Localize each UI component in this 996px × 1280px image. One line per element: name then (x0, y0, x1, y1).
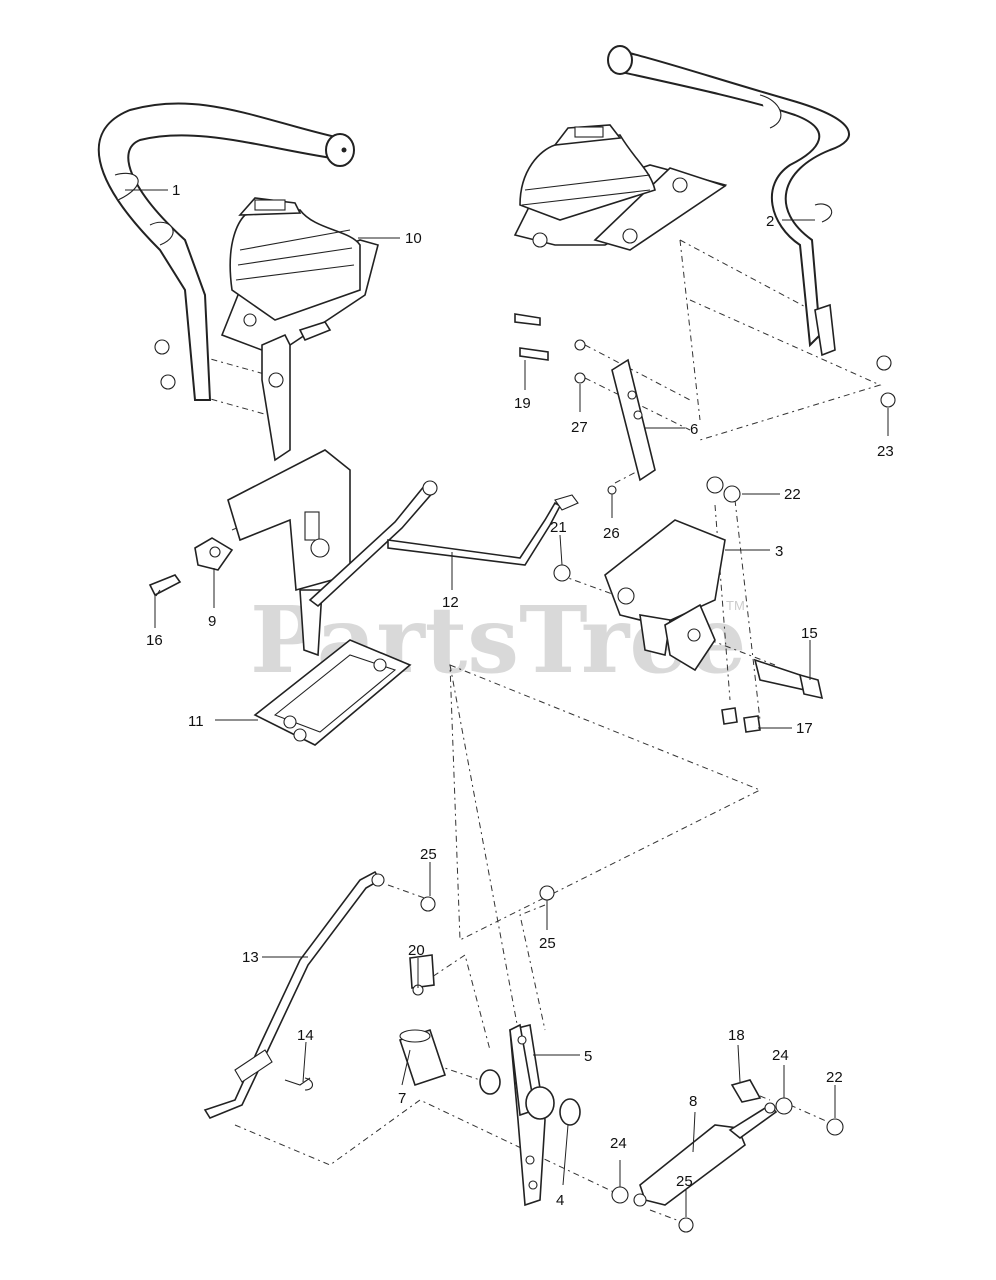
left-control-handle (97, 102, 355, 401)
callout-7: 7 (398, 1090, 406, 1107)
callout-25-lower: 25 (676, 1173, 693, 1190)
callout-19: 19 (514, 395, 531, 412)
callout-18: 18 (728, 1027, 745, 1044)
left-mount-plate (253, 639, 412, 746)
callout-6: 6 (690, 421, 698, 438)
callout-25-middle: 25 (539, 935, 556, 952)
lower-damper (611, 1079, 844, 1233)
callout-2: 2 (766, 213, 774, 230)
callout-16: 16 (146, 632, 163, 649)
callout-24-left: 24 (610, 1135, 627, 1152)
callout-3: 3 (775, 543, 783, 560)
lower-pivot-lever (398, 885, 581, 1207)
callout-24-right: 24 (772, 1047, 789, 1064)
callout-5: 5 (584, 1048, 592, 1065)
callout-11: 11 (188, 713, 204, 730)
callout-26: 26 (603, 525, 620, 542)
callout-4: 4 (556, 1192, 564, 1209)
callout-17: 17 (796, 720, 813, 737)
callout-12: 12 (442, 594, 459, 611)
callout-8: 8 (689, 1093, 697, 1110)
callout-22-upper: 22 (784, 486, 801, 503)
right-bracket-assembly (514, 313, 824, 733)
callout-10: 10 (405, 230, 422, 247)
callout-21: 21 (550, 519, 567, 536)
callout-20: 20 (408, 942, 425, 959)
callout-14: 14 (297, 1027, 314, 1044)
callout-25-upper: 25 (420, 846, 437, 863)
callout-labels: 1 2 3 4 5 6 7 8 9 10 11 12 13 14 15 16 1 (125, 182, 894, 1217)
callout-15: 15 (801, 625, 818, 642)
callout-22-lower: 22 (826, 1069, 843, 1086)
right-control-handle (607, 45, 896, 408)
damper-rod (308, 480, 579, 608)
callout-27: 27 (571, 419, 588, 436)
lower-link-rod (203, 870, 436, 1119)
callout-13: 13 (242, 949, 259, 966)
right-control-boot (513, 124, 728, 251)
callout-23: 23 (877, 443, 894, 460)
left-control-boot (220, 197, 379, 356)
watermark-trademark: TM (726, 598, 745, 613)
callout-1: 1 (172, 182, 180, 199)
left-bracket-assembly (148, 321, 351, 657)
callout-9: 9 (208, 613, 216, 630)
